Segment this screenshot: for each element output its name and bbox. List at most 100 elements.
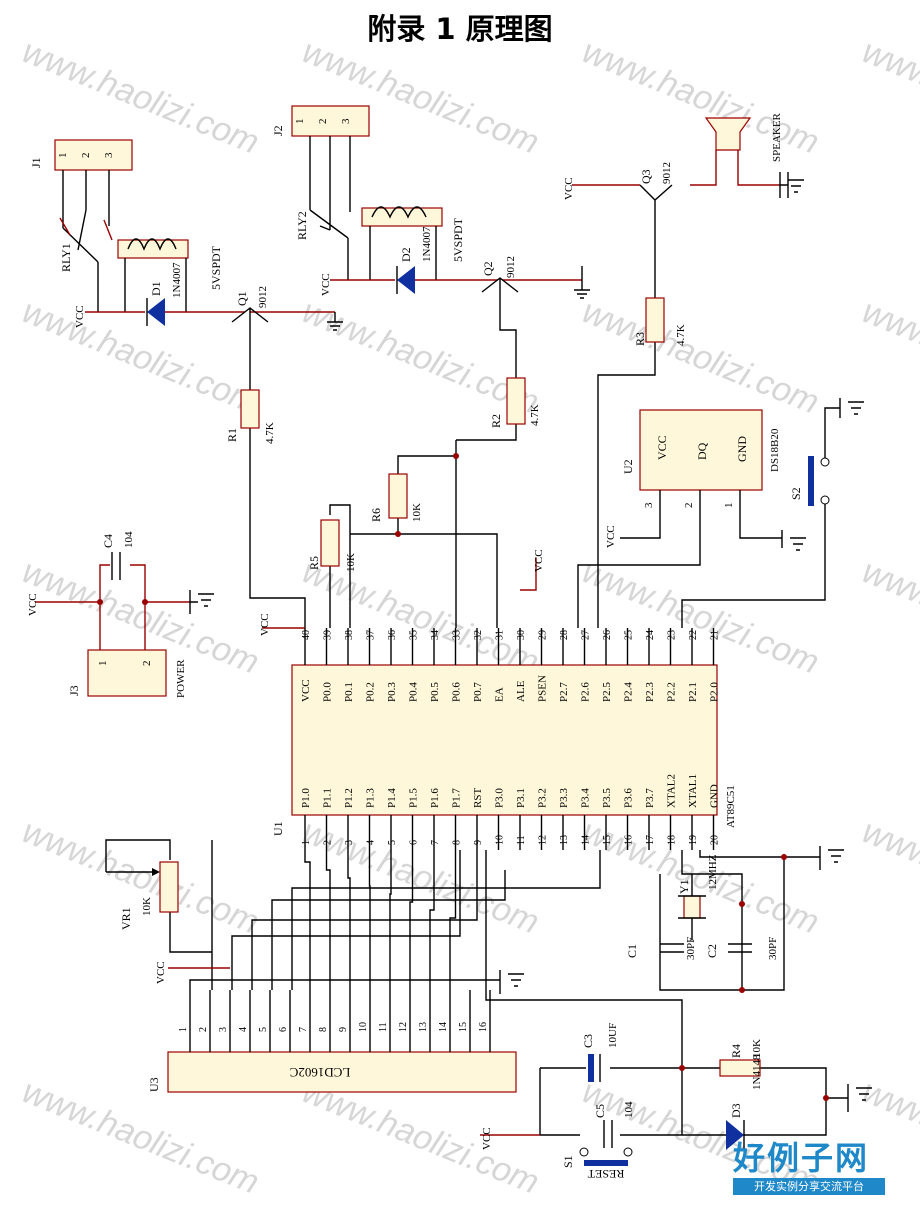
- svg-text:1: 1: [57, 153, 69, 159]
- svg-text:VCC: VCC: [481, 1127, 493, 1150]
- s1-contact-a: [579, 1147, 589, 1157]
- resistor-r6: [388, 473, 408, 519]
- mcu-pin-number: 38: [344, 630, 355, 640]
- rly2-label: RLY2: [295, 211, 309, 240]
- mcu-pin-number: 10: [495, 835, 506, 845]
- svg-text:VCC: VCC: [320, 273, 332, 296]
- svg-text:S1: S1: [561, 1155, 575, 1168]
- mcu-pin-name: P1.1: [322, 788, 334, 808]
- svg-text:2: 2: [141, 661, 153, 667]
- lcd-pin-number: 16: [478, 1022, 489, 1032]
- mcu-pin-number: 32: [473, 630, 484, 640]
- mcu-pin-number: 17: [645, 835, 656, 845]
- watermark-text: www.haolizi.com: [17, 32, 264, 161]
- mcu-pin-number: 21: [710, 630, 721, 640]
- watermark-text: www.haolizi.com: [17, 812, 264, 941]
- j1-label: J1: [29, 157, 43, 168]
- svg-text:U2: U2: [621, 459, 635, 474]
- svg-text:DQ: DQ: [695, 442, 709, 460]
- button-s1: [584, 1160, 628, 1166]
- diode-d1: [147, 298, 165, 326]
- svg-text:S2: S2: [789, 487, 803, 500]
- watermark-text: www.haolizi.com: [577, 32, 824, 161]
- mcu-pin-name: P1.4: [386, 788, 398, 808]
- mcu-pin-name: P3.3: [558, 788, 570, 808]
- relay-circuit-2: J2 1 2 3 RLY2 5VSPDT VCC D2 1N4007 Q2 90…: [271, 105, 590, 441]
- gnd-q1: [327, 312, 343, 331]
- svg-text:D3: D3: [729, 1103, 743, 1118]
- gnd-power: [189, 590, 214, 614]
- svg-text:R4: R4: [729, 1044, 743, 1058]
- resistor-r5: [320, 519, 340, 567]
- mcu-pin-number: 15: [602, 835, 613, 845]
- mcu-pin-name: XTAL1: [687, 774, 699, 808]
- mcu-pin-name: RST: [472, 788, 484, 808]
- svg-text:2: 2: [317, 119, 329, 125]
- svg-text:30PF: 30PF: [767, 937, 779, 960]
- mcu-pin-number: 2: [323, 840, 334, 845]
- connector-j1: [54, 139, 133, 171]
- mcu-pin-name: P0.1: [343, 682, 355, 702]
- svg-text:10UF: 10UF: [607, 1023, 619, 1048]
- svg-text:10K: 10K: [141, 897, 153, 916]
- svg-text:VR1: VR1: [119, 907, 133, 930]
- mcu-pin-name: P3.1: [515, 788, 527, 808]
- diode-d3: [726, 1120, 744, 1150]
- svg-text:1N4148: 1N4148: [751, 1054, 763, 1090]
- mcu-pin-name: P3.0: [494, 788, 506, 808]
- resistor-r1: [240, 389, 260, 429]
- gnd-speaker: [779, 172, 804, 198]
- mcu-pin-name: P2.1: [687, 682, 699, 702]
- svg-text:J3: J3: [67, 685, 81, 696]
- lcd-pin-number: 9: [338, 1027, 349, 1032]
- watermark-text: www.haolizi.com: [857, 32, 920, 161]
- mcu-pin-number: 9: [473, 840, 484, 845]
- mcu-pin-number: 39: [323, 630, 334, 640]
- gnd-lcd: [189, 970, 524, 994]
- mcu-pin-name: P3.2: [537, 788, 549, 808]
- rly1-contacts: [59, 217, 113, 241]
- page-title: 附录 1 原理图: [367, 12, 553, 46]
- svg-text:VCC: VCC: [655, 435, 669, 460]
- u1-label: U1: [271, 821, 285, 836]
- svg-text:1: 1: [294, 119, 306, 125]
- lcd-pin-number: 10: [358, 1022, 369, 1032]
- mcu-pin-number: 26: [602, 630, 613, 640]
- svg-text:Q2: Q2: [481, 261, 495, 276]
- mcu-pin-number: 34: [430, 630, 441, 640]
- j2-label: J2: [271, 125, 285, 136]
- svg-text:12MHZ: 12MHZ: [707, 854, 719, 890]
- s2-contact-b: [820, 495, 830, 505]
- lcd-pin-number: 7: [298, 1027, 309, 1032]
- mcu-pin-name: P0.0: [322, 682, 334, 702]
- svg-text:VCC: VCC: [259, 613, 271, 636]
- svg-text:SPEAKER: SPEAKER: [771, 112, 783, 162]
- svg-text:1N4007: 1N4007: [171, 262, 183, 298]
- lcd-pin-number: 8: [318, 1027, 329, 1032]
- svg-text:Q3: Q3: [639, 169, 653, 184]
- svg-text:104: 104: [123, 531, 135, 548]
- capacitor-c5: [603, 1120, 613, 1148]
- rly1-label: RLY1: [59, 243, 73, 272]
- svg-text:D2: D2: [399, 247, 413, 262]
- transistor-q1: [231, 307, 269, 335]
- mcu-pin-number: 36: [387, 630, 398, 640]
- mcu-pin-number: 16: [624, 835, 635, 845]
- watermark-text: www.haolizi.com: [577, 552, 824, 681]
- watermark-text: www.haolizi.com: [577, 812, 824, 941]
- lcd-pin-number: 12: [398, 1022, 409, 1032]
- svg-text:4.7K: 4.7K: [675, 324, 687, 346]
- oscillator-circuit: Y1 12MHZ C1 30PF C2 30PF: [625, 846, 844, 993]
- svg-text:9012: 9012: [505, 256, 517, 278]
- watermark-text: www.haolizi.com: [577, 292, 824, 421]
- mcu-pin-number: 20: [710, 835, 721, 845]
- button-s2: [808, 456, 814, 506]
- svg-text:3: 3: [340, 118, 352, 124]
- transistor-q3: [597, 184, 673, 628]
- mcu-pin-name: P1.5: [408, 788, 420, 808]
- mcu-pin-number: 29: [538, 630, 549, 640]
- svg-text:5VSPDT: 5VSPDT: [451, 217, 465, 262]
- svg-text:R3: R3: [633, 332, 647, 346]
